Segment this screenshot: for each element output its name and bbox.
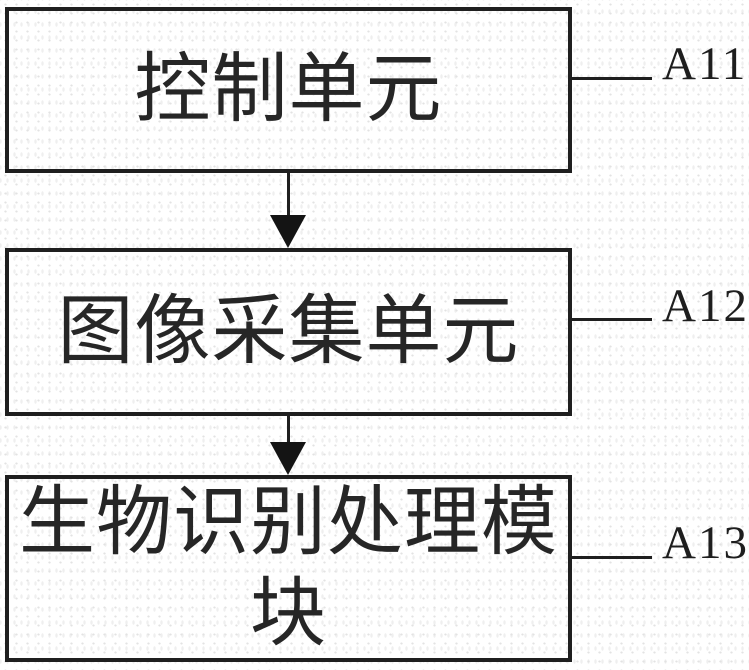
- ref-label-a12: A12: [662, 280, 749, 332]
- node-image-acquisition-unit-label: 图像采集单元: [57, 289, 520, 374]
- node-biometric-processing-module-label: 生物识别处理模块: [19, 480, 558, 656]
- down-arrow-shaft-1: [287, 173, 290, 219]
- ref-connector-a12: [572, 318, 652, 321]
- ref-connector-a11: [572, 77, 652, 80]
- node-image-acquisition-unit: 图像采集单元: [5, 248, 572, 416]
- node-control-unit-label: 控制单元: [134, 47, 443, 132]
- ref-connector-a13: [572, 556, 652, 559]
- node-biometric-processing-module: 生物识别处理模块: [5, 475, 572, 662]
- ref-label-a11: A11: [662, 38, 748, 90]
- down-arrow-icon-1: [270, 215, 306, 248]
- down-arrow-shaft-2: [287, 416, 290, 447]
- node-control-unit: 控制单元: [5, 7, 572, 173]
- ref-label-a13: A13: [662, 517, 749, 569]
- down-arrow-icon-2: [270, 442, 306, 475]
